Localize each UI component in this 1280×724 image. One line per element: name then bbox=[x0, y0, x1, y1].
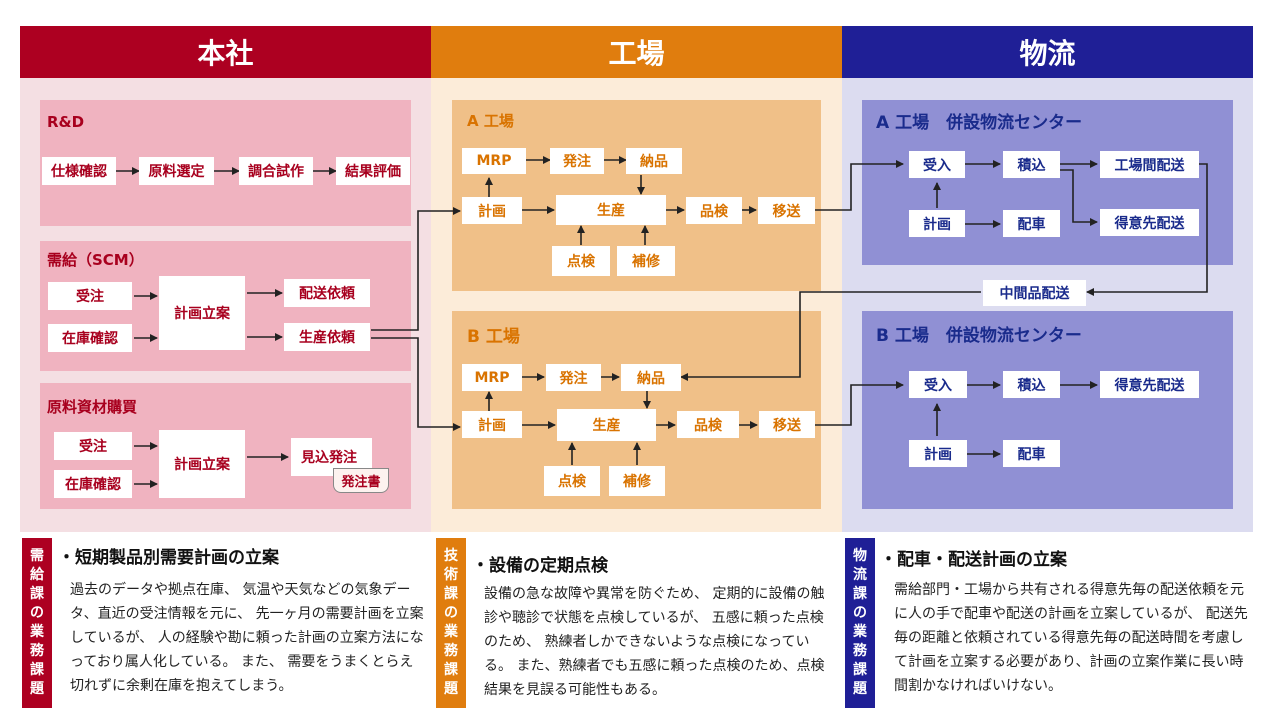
factory-b-mrp: MRP bbox=[462, 364, 522, 391]
factory-b-transfer: 移送 bbox=[759, 411, 815, 438]
logistics-a-title: A 工場 併設物流センター bbox=[876, 113, 1083, 133]
rd-step-material: 原料選定 bbox=[139, 157, 214, 185]
logistics-b-plan: 計画 bbox=[909, 440, 967, 467]
section-logistics-b bbox=[862, 311, 1233, 509]
factory-b-order: 発注 bbox=[546, 364, 601, 391]
procure-title: 原料資材購買 bbox=[47, 398, 138, 416]
factory-a-production: 生産 bbox=[556, 195, 666, 225]
rd-step-trial: 調合試作 bbox=[239, 157, 313, 185]
header-factory-label: 工場 bbox=[608, 37, 665, 70]
scm-production-request: 生産依頼 bbox=[284, 323, 370, 351]
challenge-title-hq: ・短期製品別需要計画の立案 bbox=[58, 548, 279, 568]
scm-order: 受注 bbox=[48, 282, 132, 310]
challenge-body-factory: 設備の急な故障や異常を防ぐため、 定期的に設備の触診や聴診で状態を点検しているが… bbox=[484, 586, 825, 698]
header-hq: 本社 bbox=[20, 26, 431, 78]
logistics-a-load: 積込 bbox=[1003, 151, 1060, 178]
intermediate-delivery: 中間品配送 bbox=[983, 280, 1086, 306]
factory-b-qc: 品検 bbox=[677, 411, 739, 438]
factory-a-mrp: MRP bbox=[462, 148, 526, 174]
logistics-a-receive: 受入 bbox=[909, 151, 965, 178]
challenge-label-logistics: 物流課の業務課題 bbox=[845, 538, 875, 708]
scm-plan: 計画立案 bbox=[159, 276, 245, 350]
factory-a-delivery: 納品 bbox=[626, 148, 682, 174]
logistics-b-receive: 受入 bbox=[909, 371, 967, 398]
factory-a-qc: 品検 bbox=[686, 197, 742, 224]
logistics-a-dispatch: 配車 bbox=[1003, 210, 1060, 237]
factory-a-title: A 工場 bbox=[467, 112, 514, 130]
factory-a-transfer: 移送 bbox=[758, 197, 815, 224]
logistics-a-inter-factory: 工場間配送 bbox=[1100, 151, 1199, 178]
header-logistics-label: 物流 bbox=[1019, 37, 1076, 70]
challenge-title-factory: ・設備の定期点検 bbox=[472, 556, 608, 576]
challenge-label-factory: 技術課の業務課題 bbox=[436, 538, 466, 708]
logistics-b-title: B 工場 併設物流センター bbox=[876, 326, 1082, 346]
header-hq-label: 本社 bbox=[197, 37, 254, 70]
section-logistics-a bbox=[862, 100, 1233, 265]
challenge-body-logistics: 需給部門・工場から共有される得意先毎の配送依頼を元に人の手で配車や配送の計画を立… bbox=[894, 582, 1248, 694]
scm-stock: 在庫確認 bbox=[48, 324, 132, 352]
factory-b-production: 生産 bbox=[557, 409, 656, 441]
factory-b-inspection: 点検 bbox=[544, 466, 600, 496]
scm-delivery-request: 配送依頼 bbox=[284, 279, 370, 307]
logistics-a-plan: 計画 bbox=[909, 210, 965, 237]
challenge-body-hq: 過去のデータや拠点在庫、 気温や天気などの気象データ、直近の受注情報を元に、 先… bbox=[70, 582, 424, 694]
procure-stock: 在庫確認 bbox=[54, 470, 132, 498]
procure-order: 受注 bbox=[54, 432, 132, 460]
logistics-b-customer: 得意先配送 bbox=[1100, 371, 1199, 398]
header-factory: 工場 bbox=[431, 26, 842, 78]
factory-b-delivery: 納品 bbox=[621, 364, 681, 391]
factory-a-repair: 補修 bbox=[617, 246, 675, 276]
procure-forecast-order: 見込発注 bbox=[291, 438, 372, 476]
factory-b-title: B 工場 bbox=[467, 327, 520, 347]
factory-b-plan: 計画 bbox=[462, 411, 522, 438]
factory-a-order: 発注 bbox=[550, 148, 604, 174]
logistics-b-dispatch: 配車 bbox=[1003, 440, 1060, 467]
logistics-b-load: 積込 bbox=[1003, 371, 1060, 398]
rd-step-eval: 結果評価 bbox=[336, 157, 410, 185]
purchase-order-document: 発注書 bbox=[333, 468, 389, 493]
factory-a-inspection: 点検 bbox=[552, 246, 610, 276]
scm-title: 需給（SCM） bbox=[47, 251, 144, 269]
factory-b-repair: 補修 bbox=[609, 466, 665, 496]
header-logistics: 物流 bbox=[842, 26, 1253, 78]
procure-plan: 計画立案 bbox=[159, 430, 245, 498]
factory-a-plan: 計画 bbox=[462, 197, 522, 224]
rd-step-spec: 仕様確認 bbox=[42, 157, 116, 185]
challenge-label-hq: 需給課の業務課題 bbox=[22, 538, 52, 708]
logistics-a-customer: 得意先配送 bbox=[1100, 209, 1199, 236]
challenge-title-logistics: ・配車・配送計画の立案 bbox=[880, 550, 1067, 570]
rd-title: R&D bbox=[47, 113, 85, 131]
